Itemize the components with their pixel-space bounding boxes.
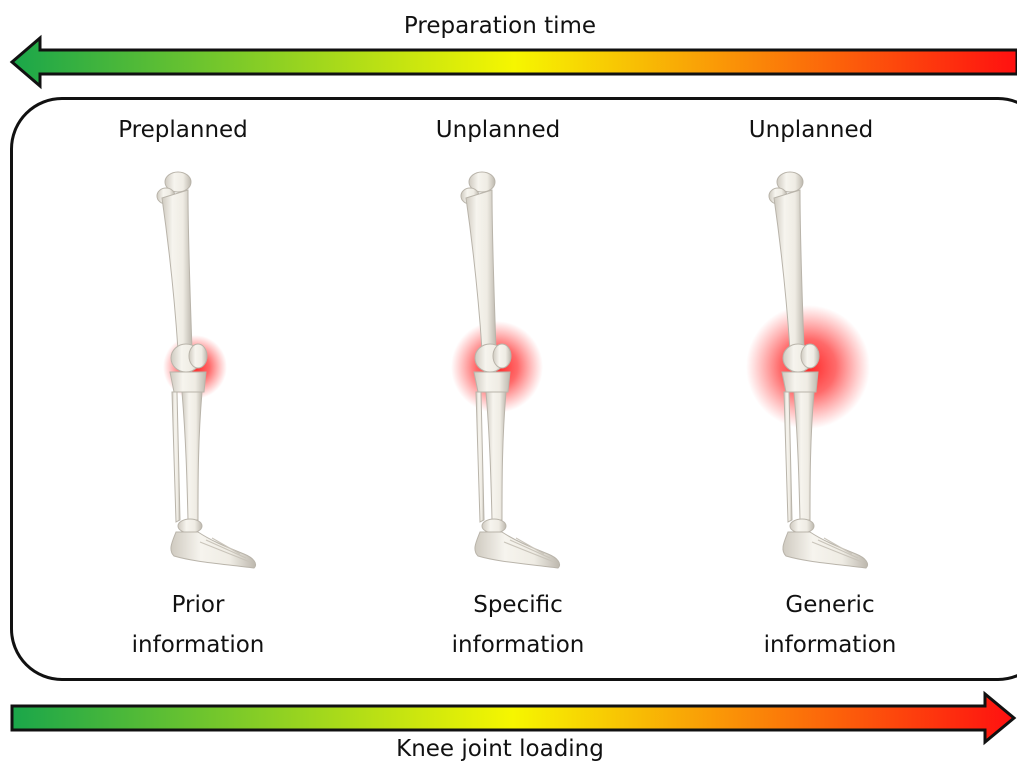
preparation-time-arrow [12, 38, 1017, 86]
panel-caption-3-line1: Generic [700, 585, 960, 625]
panel-title-1: Preplanned [53, 110, 313, 150]
panel-caption-2-line1: Specific [388, 585, 648, 625]
bottom-axis-label: Knee joint loading [300, 729, 700, 769]
panel-title-3: Unplanned [681, 110, 941, 150]
panel-caption-3: Generic information [700, 585, 960, 665]
panel-caption-2-line2: information [388, 625, 648, 665]
panel-caption-2: Specific information [388, 585, 648, 665]
panel-caption-1-line1: Prior [68, 585, 328, 625]
panel-caption-1: Prior information [68, 585, 328, 665]
panel-title-2: Unplanned [368, 110, 628, 150]
panel-caption-1-line2: information [68, 625, 328, 665]
panel-caption-3-line2: information [700, 625, 960, 665]
